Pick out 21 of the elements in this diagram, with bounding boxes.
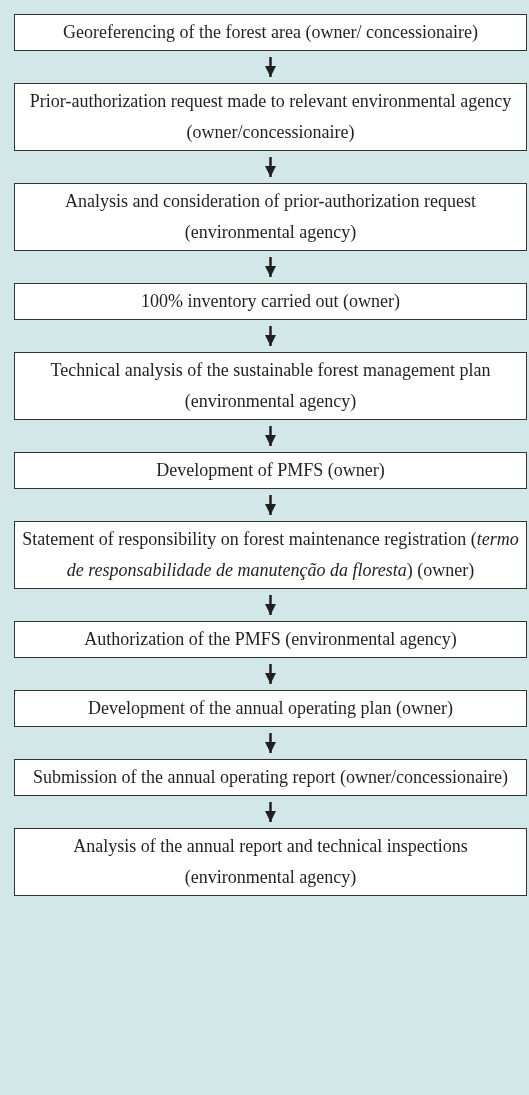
arrow bbox=[264, 595, 277, 615]
arrow bbox=[264, 257, 277, 277]
arrow bbox=[264, 326, 277, 346]
process-box: Technical analysis of the sustainable forest management plan (environmental agency) bbox=[14, 352, 527, 420]
arrow bbox=[264, 57, 277, 77]
arrow bbox=[264, 733, 277, 753]
process-box: Development of PMFS (owner) bbox=[14, 452, 527, 489]
process-box: Analysis of the annual report and technical inspections (environmental agency) bbox=[14, 828, 527, 896]
arrow bbox=[264, 664, 277, 684]
process-box: 100% inventory carried out (owner) bbox=[14, 283, 527, 320]
process-box: Analysis and consideration of prior-authorization request (environmental agency) bbox=[14, 183, 527, 251]
process-box: Development of the annual operating plan (owner) bbox=[14, 690, 527, 727]
arrow bbox=[264, 157, 277, 177]
arrow bbox=[264, 426, 277, 446]
process-box: Submission of the annual operating report (owner/concessionaire) bbox=[14, 759, 527, 796]
arrow bbox=[264, 495, 277, 515]
process-box: Georeferencing of the forest area (owner/ concessionaire) bbox=[14, 14, 527, 51]
process-box: Prior-authorization request made to relevant environmental agency (owner/concessionaire) bbox=[14, 83, 527, 151]
process-box: Statement of responsibility on forest maintenance registration (termo de responsabilidade de manutenção da floresta) (owner) bbox=[14, 521, 527, 589]
process-box: Authorization of the PMFS (environmental agency) bbox=[14, 621, 527, 658]
arrow bbox=[264, 802, 277, 822]
